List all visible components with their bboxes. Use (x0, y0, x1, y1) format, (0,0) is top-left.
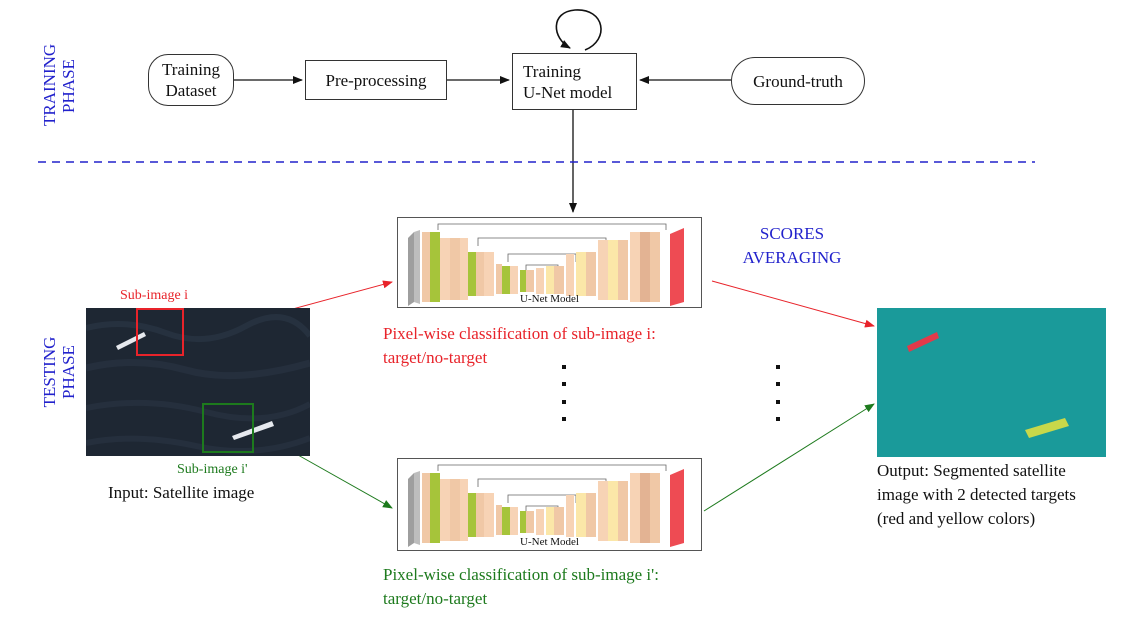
classification-iprime-line2: target/no-target (383, 589, 488, 608)
training-phase-label: TRAINING PHASE (40, 43, 80, 126)
ground-truth-node: Ground-truth (731, 57, 865, 105)
testing-phase-label: TESTING PHASE (40, 332, 80, 412)
satellite-input-image (86, 308, 310, 456)
training-dataset-line1: Training (162, 60, 220, 79)
ellipsis-dots-right (776, 365, 780, 421)
training-dataset-node: Training Dataset (148, 54, 234, 106)
yellow-target-icon (1025, 418, 1069, 438)
training-model-line1: Training (523, 61, 581, 81)
unet-model-bottom: U-Net Model (397, 458, 702, 551)
classification-i-line1: Pixel-wise classification of sub-image i… (383, 324, 656, 343)
training-model-line2: U-Net model (523, 82, 613, 102)
classification-iprime-caption: Pixel-wise classification of sub-image i… (383, 563, 659, 611)
scores-line2: AVERAGING (742, 248, 842, 267)
satellite-texture (86, 308, 310, 456)
scores-line1: SCORES (759, 224, 825, 243)
unet-decoder-blocks (536, 228, 684, 306)
unet-encoder-blocks (422, 232, 534, 302)
preprocessing-text: Pre-processing (325, 70, 427, 90)
output-caption: Output: Segmented satellite image with 2… (877, 459, 1076, 531)
sub-image-i-text: Sub-image i (120, 288, 189, 303)
ellipsis-dots-center (562, 365, 566, 421)
sub-image-i-box (136, 308, 184, 356)
classification-i-caption: Pixel-wise classification of sub-image i… (383, 322, 656, 370)
classification-iprime-line1: Pixel-wise classification of sub-image i… (383, 565, 659, 584)
arrow-unet-i-to-output (711, 280, 875, 328)
testing-phase-line2: PHASE (59, 345, 78, 399)
input-label-text: Input: Satellite image (108, 483, 255, 502)
training-phase-line2: PHASE (59, 59, 78, 113)
unet-label-bottom: U-Net Model (520, 536, 579, 548)
classification-i-line2: target/no-target (383, 348, 488, 367)
preprocessing-node: Pre-processing (305, 60, 447, 100)
sub-image-i-label: Sub-image i (120, 284, 188, 308)
training-model-node: Training U-Net model (512, 53, 637, 110)
unet-architecture-bottom-icon (408, 464, 684, 547)
scores-averaging-label: SCORES AVERAGING (722, 222, 862, 270)
red-target-icon (907, 332, 939, 352)
output-line3: (red and yellow colors) (877, 509, 1036, 528)
unet-model-top: U-Net Model (397, 217, 702, 308)
arrow-unet-iprime-to-output (703, 403, 875, 512)
arrow-subimage-iprime-to-unet (297, 454, 393, 509)
testing-phase-line1: TESTING (40, 336, 59, 408)
training-loop-arrow (555, 9, 602, 51)
output-segmented-image (877, 308, 1106, 457)
sub-image-iprime-label: Sub-image i' (177, 458, 248, 482)
ground-truth-text: Ground-truth (753, 71, 843, 91)
unet-label-top: U-Net Model (520, 293, 579, 305)
training-dataset-line2: Dataset (165, 81, 217, 100)
output-line1: Output: Segmented satellite (877, 461, 1066, 480)
sub-image-iprime-text: Sub-image i' (177, 462, 248, 477)
segmented-targets (877, 308, 1106, 457)
training-phase-line1: TRAINING (40, 43, 59, 126)
sub-image-iprime-box (202, 403, 254, 453)
input-label: Input: Satellite image (108, 481, 254, 505)
output-line2: image with 2 detected targets (877, 485, 1076, 504)
ship-1-icon (116, 332, 146, 350)
unet-architecture-top-icon (408, 223, 684, 306)
